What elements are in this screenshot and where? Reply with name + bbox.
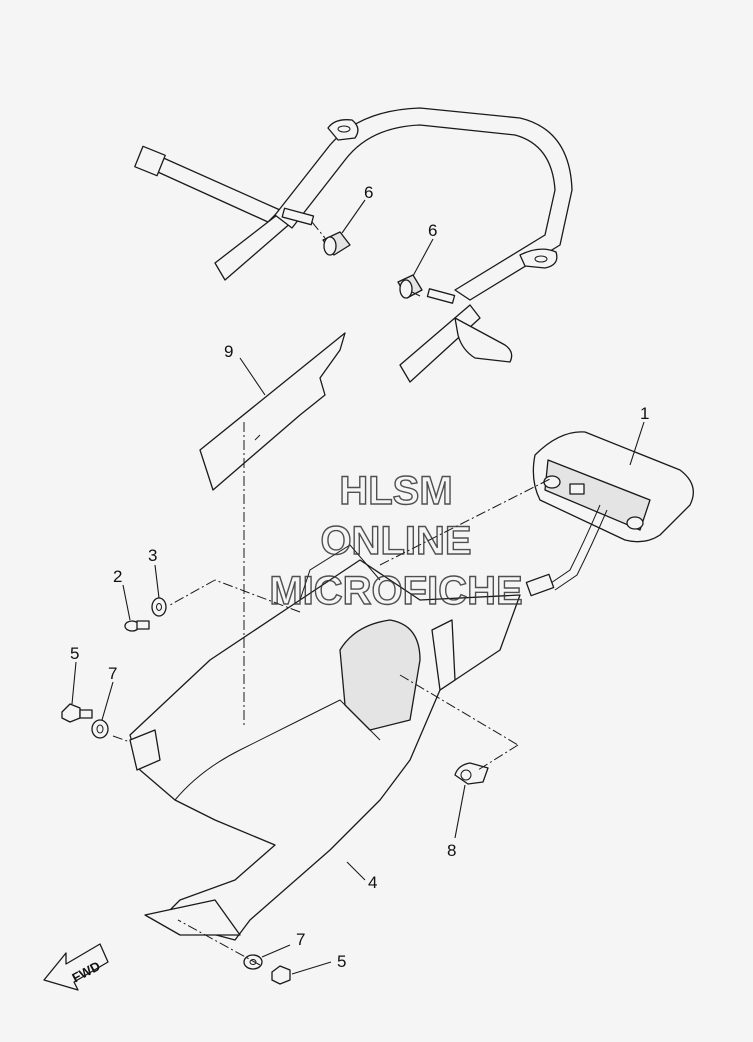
callout-1: 1 [640, 404, 649, 423]
callout-5-left: 5 [70, 644, 79, 663]
screw-2 [124, 620, 150, 632]
callout-labels: 1 2 3 4 5 5 6 6 7 7 8 9 [70, 183, 649, 971]
watermark-line-3: MICROFICHE [269, 569, 522, 613]
bolt-5-bottom [271, 965, 291, 985]
callout-7-bottom: 7 [296, 930, 305, 949]
clamp-8 [454, 762, 489, 785]
collar-7-bottom [243, 954, 263, 970]
collar-7-left [91, 719, 109, 739]
callout-8: 8 [447, 841, 456, 860]
callout-5-bottom: 5 [337, 952, 346, 971]
rear-fender [129, 544, 521, 941]
grab-bar [134, 107, 573, 383]
leader-lines [71, 199, 645, 975]
assembly-guide-lines [112, 221, 553, 966]
callout-3: 3 [148, 546, 157, 565]
caution-label [199, 332, 346, 491]
callout-4: 4 [368, 873, 377, 892]
bolt-5-left [61, 703, 93, 723]
callout-6-upper: 6 [364, 183, 373, 202]
watermark-line-2: ONLINE [320, 519, 471, 563]
callout-2: 2 [113, 567, 122, 586]
grommet-upper [322, 231, 351, 256]
watermark-line-1: HLSM [339, 469, 452, 513]
tail-light [525, 431, 694, 597]
callout-7-left: 7 [108, 664, 117, 683]
callout-9: 9 [224, 342, 233, 361]
grommet-lower [397, 274, 423, 299]
callout-6-lower: 6 [428, 221, 437, 240]
watermark: HLSM ONLINE MICROFICHE [269, 468, 524, 613]
forward-arrow-icon: FWD [43, 943, 109, 991]
washer-3 [151, 597, 167, 617]
